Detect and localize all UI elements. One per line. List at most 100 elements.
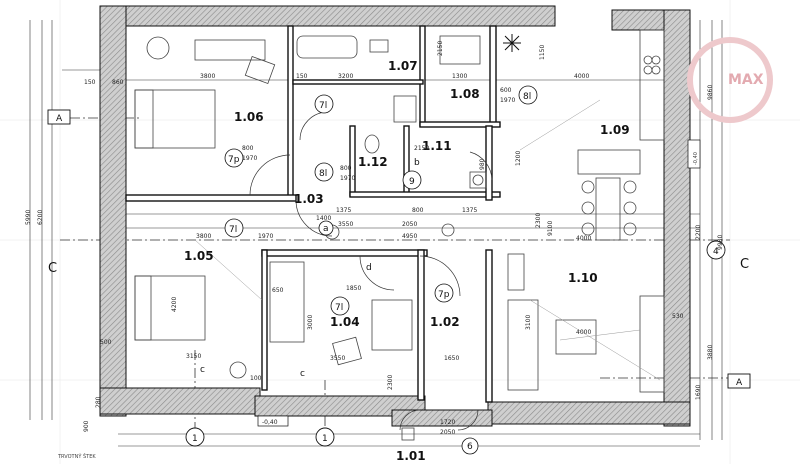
dim-1690: 1690 bbox=[695, 385, 702, 400]
dim-3550-a: 3550 bbox=[338, 221, 353, 228]
letter-c-2: c bbox=[300, 369, 305, 379]
axis-a-bottom: A bbox=[736, 378, 743, 388]
axis-1-left: 1 bbox=[192, 434, 198, 444]
door-tag-7p-a: 7p bbox=[228, 155, 240, 165]
axis-4: 4 bbox=[713, 247, 719, 257]
door-tag-a: a bbox=[323, 224, 329, 234]
dim-150-a: 150 bbox=[84, 79, 96, 86]
watermark-text: MAX bbox=[728, 72, 764, 88]
dim-1375-b: 1375 bbox=[462, 207, 477, 214]
dim-980: 980 bbox=[479, 158, 486, 170]
axis-c-right: C bbox=[740, 257, 749, 272]
dim-2150-b: 2150 bbox=[437, 41, 444, 56]
dim-2300-b: 2300 bbox=[387, 375, 394, 390]
door-tag-8l-b: 8l bbox=[523, 92, 531, 102]
door-tag-9: 9 bbox=[409, 177, 415, 187]
dim-3880: 3880 bbox=[707, 345, 714, 360]
dim-2050: 2050 bbox=[402, 221, 417, 228]
door-tag-7l-a: 7l bbox=[319, 101, 327, 111]
room-label-112: 1.12 bbox=[358, 155, 388, 169]
dim-4950: 4950 bbox=[402, 233, 417, 240]
dim-3200: 3200 bbox=[338, 73, 353, 80]
axis-a-top: A bbox=[56, 114, 63, 124]
axis-c-left: C bbox=[48, 261, 57, 276]
room-label-101: 1.01 bbox=[396, 449, 426, 463]
guide-lines bbox=[194, 99, 661, 381]
dim-3800-a: 3800 bbox=[200, 73, 215, 80]
dim-3000: 3000 bbox=[307, 315, 314, 330]
room-label-102: 1.02 bbox=[430, 315, 460, 329]
dim-280: 280 bbox=[95, 396, 102, 408]
dim-3550-b: 3550 bbox=[330, 355, 345, 362]
watermark-logo: MAX bbox=[687, 37, 773, 123]
room-label-105: 1.05 bbox=[184, 249, 214, 263]
dim-4000-a: 4000 bbox=[574, 73, 589, 80]
dim-3100: 3100 bbox=[525, 315, 532, 330]
door-tag-8l-a: 8l bbox=[319, 169, 327, 179]
room-label-109: 1.09 bbox=[600, 123, 630, 137]
dim-1720: 1720 bbox=[440, 419, 455, 426]
dim-100: 100 bbox=[250, 375, 262, 382]
dim-4000-b: 4000 bbox=[576, 235, 591, 242]
axis-markers bbox=[47, 109, 751, 447]
dim-860: 860 bbox=[112, 79, 124, 86]
door-tag-7l-c: 7l bbox=[335, 303, 343, 313]
dim-900: 900 bbox=[83, 420, 90, 432]
dim-6200: 6200 bbox=[37, 210, 44, 225]
corner-note: TRVOTNÝ ŠTEK bbox=[57, 453, 96, 460]
dim-1300: 1300 bbox=[452, 73, 467, 80]
letter-d: d bbox=[366, 263, 372, 273]
room-label-104: 1.04 bbox=[330, 315, 360, 329]
dim-9100: 9100 bbox=[547, 221, 554, 236]
room-label-103: 1.03 bbox=[294, 192, 324, 206]
room-label-108: 1.08 bbox=[450, 87, 480, 101]
dim-600: 600 bbox=[500, 87, 512, 94]
dim-800-c: 800 bbox=[412, 207, 424, 214]
dim-3800-b: 3800 bbox=[196, 233, 211, 240]
dim-650: 650 bbox=[272, 287, 284, 294]
dim-1970-b: 1970 bbox=[242, 155, 257, 162]
room-label-111: 1.11 bbox=[422, 139, 452, 153]
interior-walls bbox=[125, 25, 501, 403]
room-label-110: 1.10 bbox=[568, 271, 598, 285]
dim-5990: 5990 bbox=[25, 210, 32, 225]
dim-1200: 1200 bbox=[515, 151, 522, 166]
letter-b: b bbox=[414, 158, 420, 168]
axis-1-mid: 1 bbox=[322, 434, 328, 444]
dim-530: 530 bbox=[672, 313, 684, 320]
dim-1970-c: 1970 bbox=[340, 175, 355, 182]
vent-symbol bbox=[503, 34, 521, 52]
room-label-107: 1.07 bbox=[388, 59, 418, 73]
door-tag-7p-b: 7p bbox=[438, 290, 450, 300]
dim-2150-a: 2150 bbox=[414, 145, 429, 152]
level-bottom: -0,40 bbox=[262, 419, 278, 426]
level-marker-bottom bbox=[257, 415, 289, 427]
furniture bbox=[134, 29, 665, 441]
dim-4200: 4200 bbox=[171, 297, 178, 312]
dim-2300: 2300 bbox=[535, 213, 542, 228]
dim-4000-c: 4000 bbox=[576, 329, 591, 336]
level-marker-right bbox=[687, 139, 701, 169]
dim-1970-a: 1970 bbox=[500, 97, 515, 104]
dim-9980: 9980 bbox=[717, 235, 724, 250]
dim-150-b: 150 bbox=[296, 73, 308, 80]
door-tag-7l-b: 7l bbox=[229, 225, 237, 235]
dim-1970-d: 1970 bbox=[258, 233, 273, 240]
door-tags bbox=[224, 85, 538, 455]
dim-2050-b: 2050 bbox=[440, 429, 455, 436]
dim-800-a: 800 bbox=[242, 145, 254, 152]
letter-c-1: c bbox=[200, 365, 205, 375]
dim-1650: 1650 bbox=[444, 355, 459, 362]
dim-2200: 2200 bbox=[695, 225, 702, 240]
dim-800-b: 800 bbox=[340, 165, 352, 172]
dim-1850: 1850 bbox=[346, 285, 361, 292]
door-swings bbox=[249, 111, 493, 431]
dim-1375-a: 1375 bbox=[336, 207, 351, 214]
dim-1150: 1150 bbox=[539, 45, 546, 60]
dim-9860: 9860 bbox=[707, 85, 714, 100]
exterior-walls bbox=[99, 5, 691, 427]
door-tag-6: 6 bbox=[467, 442, 473, 452]
level-right: -0,40 bbox=[693, 152, 699, 165]
dim-3150: 3150 bbox=[186, 353, 201, 360]
